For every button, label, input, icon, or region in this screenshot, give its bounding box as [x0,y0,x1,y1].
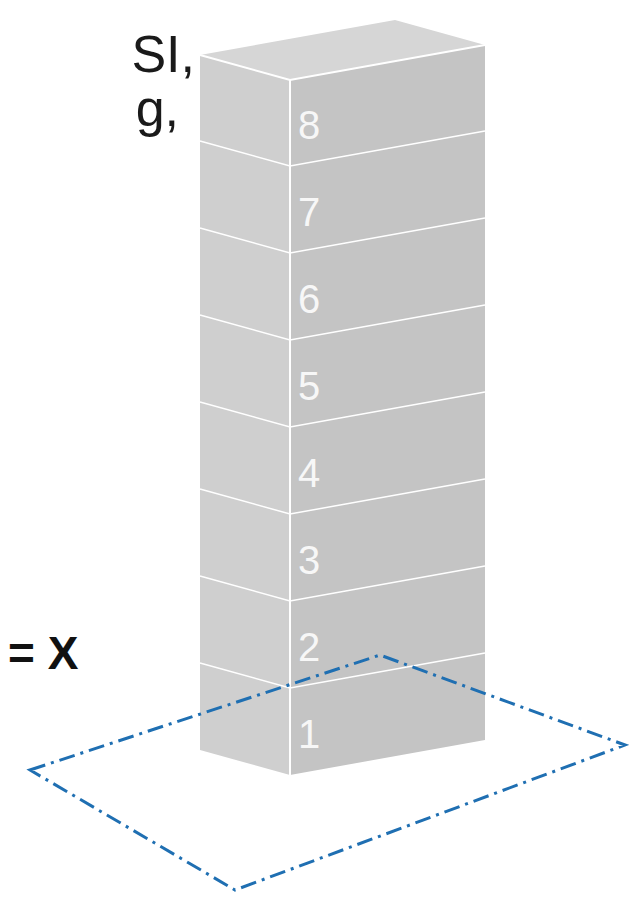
lot-outline [30,655,625,890]
floor-number: 1 [298,714,320,754]
floor-number: 6 [298,279,320,319]
floor-number: 2 [298,627,320,667]
floor-number: 3 [298,540,320,580]
floor-number: 5 [298,366,320,406]
floor-lines [200,131,485,688]
building-edges [200,45,485,775]
floor-number: 4 [298,453,320,493]
floor-number: 8 [298,105,320,145]
heading-fragment: SI, [131,28,195,80]
heading-fragment: g, [136,82,179,134]
floor-number: 7 [298,192,320,232]
building-roof [200,20,485,80]
equation-text: = X [8,630,78,676]
